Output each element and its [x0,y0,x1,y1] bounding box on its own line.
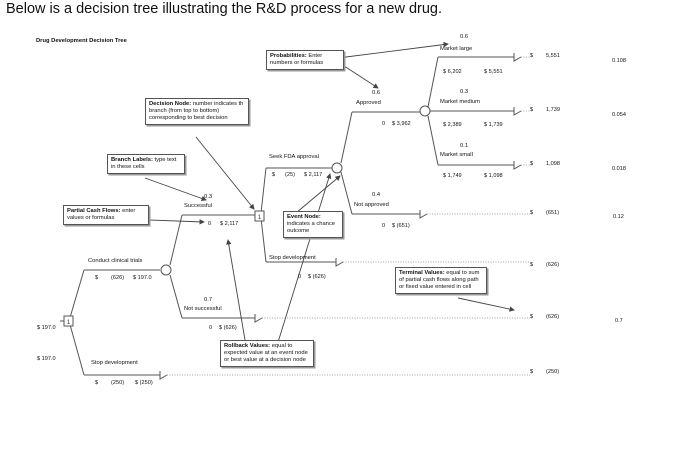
terminal-cur-2: $ [530,107,534,113]
page-heading: Below is a decision tree illustrating th… [6,1,443,17]
root-rollback-value-bottom: $ 197.0 [37,356,56,362]
callout-probabilities: Probabilities: Enter numbers or formulas [266,50,344,70]
branch-line-conduct [68,269,85,322]
terminal-prob-1: 0.108 [612,58,626,64]
branch-prob-small: 0.1 [460,143,469,149]
branch-cash-small: $ 1,749 [443,173,462,179]
branch-label-small: Market small [440,152,473,158]
branch-line-small [427,115,439,166]
terminal-prob-3: 0.018 [612,166,626,172]
callout-decision-node: Decision Node: number indicates th branc… [145,98,249,125]
branch-prob-medium: 0.3 [460,89,469,95]
branch-label-not-approved: Not approved [354,202,389,208]
branch-cash-large: $ 6,202 [443,69,462,75]
branch-value-stop-fda: $ (626) [308,274,326,280]
branch-label-medium: Market medium [440,99,480,105]
branch-label-stop-fda: Stop development [269,255,316,261]
branch-cash-not-successful: 0 [209,325,213,331]
market-event-node [419,105,431,117]
callout-branch-labels: Branch Labels: type text in these cells [107,154,185,174]
callout-rollback-values: Rollback Values: equal to expected value… [220,340,314,367]
terminal-value-2: 1,739 [546,107,560,113]
root-decision-node [63,315,74,327]
branch-value-stop-root-b: $ (250) [135,380,153,386]
branch-line-stop-root [68,320,85,376]
branch-prob-not-approved: 0.4 [372,192,381,198]
branch-label-not-successful: Not successful [184,306,222,312]
arrow-prob-1 [337,61,379,89]
branch-value-seek-a: (25) [285,172,295,178]
branch-label-successful: Successful [184,203,213,209]
branch-cash-successful: 0 [208,221,212,227]
svg-text:1: 1 [67,320,71,326]
branch-value-small: $ 1,098 [484,173,503,179]
fda-decision-node [254,210,265,222]
arrow-rollback-1 [226,239,246,341]
branch-label-conduct: Conduct clinical trials [88,258,143,264]
branch-value-seek-b: $ 2,117 [304,172,323,178]
terminal-prob-4: 0.12 [613,214,624,220]
terminal-cur-4: $ [530,210,534,216]
branch-value-successful: $ 2,117 [220,221,239,227]
branch-value-large: $ 5,551 [484,69,503,75]
callout-event-node: Event Node: indicates a chance outcome [283,211,343,238]
svg-text:1: 1 [258,215,262,221]
branch-cash-conduct: $ [95,275,99,281]
branch-cash-approved: 0 [382,121,386,127]
terminal-cur-1: $ [530,53,534,59]
clinical-event-node [160,264,172,276]
branch-cash-stop-root: $ [95,380,99,386]
terminal-value-4: (651) [546,210,560,216]
terminal-cur-7: $ [530,369,534,375]
branch-line-not-approved [340,171,353,215]
branch-value-medium: $ 1,739 [484,122,503,128]
terminal-cur-6: $ [530,314,534,320]
branch-cash-medium: $ 2,389 [443,122,462,128]
branch-line-approved [340,111,353,164]
terminal-cur-5: $ [530,262,534,268]
callout-terminal-values: Terminal Values: equal to sum of partial… [395,267,487,294]
branch-line-not-successful [169,274,183,319]
branch-prob-not-successful: 0.7 [204,297,213,303]
tree-title: Drug Development Decision Tree [36,38,127,44]
branch-line-seek [260,167,267,214]
arrow-prob-2 [337,41,449,59]
terminal-value-5: (626) [546,262,560,268]
branch-value-not-approved: $ (651) [392,223,410,229]
branch-label-seek: Seek FDA approval [269,154,319,160]
branch-value-conduct-b: $ 197.0 [133,275,152,281]
branch-prob-approved: 0.6 [372,90,381,96]
branch-prob-successful: 0.3 [204,194,213,200]
terminal-value-1: 5,551 [546,53,560,59]
terminal-prob-2: 0.054 [612,112,626,118]
terminal-value-6: (626) [546,314,560,320]
branch-prob-large: 0.6 [460,34,469,40]
branch-label-approved: Approved [356,100,381,106]
branch-line-stop-fda [260,217,267,263]
arrow-terminal [457,297,515,312]
arrow-rollback-2 [274,173,332,353]
branch-value-stop-root-a: (250) [111,380,125,386]
terminal-value-3: 1,098 [546,161,560,167]
arrow-branch-labels [144,177,207,202]
branch-cash-not-approved: 0 [382,223,386,229]
branch-label-large: Market large [440,46,473,52]
branch-value-conduct-a: (626) [111,275,125,281]
root-rollback-value-top: $ 197.0 [37,325,56,331]
branch-label-stop-root: Stop development [91,360,138,366]
terminal-prob-6: 0.7 [615,318,623,324]
callout-partial-cash: Partial Cash Flows: enter values or form… [63,205,149,225]
terminal-value-7: (250) [546,369,560,375]
terminal-cur-3: $ [530,161,534,167]
branch-cash-seek: $ [272,172,276,178]
branch-line-large [427,56,439,108]
branch-cash-stop-fda: 0 [298,274,302,280]
arrow-decision [195,136,255,210]
branch-value-approved: $ 3,962 [392,121,411,127]
branch-line-successful [169,214,183,266]
approval-event-node [331,162,343,174]
branch-value-not-successful: $ (626) [219,325,237,331]
